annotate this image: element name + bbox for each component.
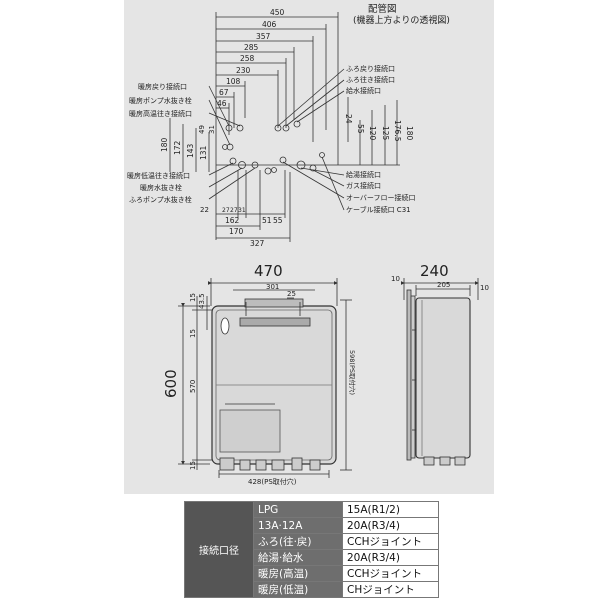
table-row: 13A·12A 20A(R3/4) xyxy=(185,517,439,534)
row-label: 13A·12A xyxy=(253,517,343,534)
front-width: 470 xyxy=(254,262,283,280)
label-gas-inlet: ガス接続口 xyxy=(346,181,381,190)
dim-24: 24 xyxy=(344,114,353,124)
piping-title: 配管図 xyxy=(368,3,397,15)
dim-27b: 27 xyxy=(230,207,238,214)
row-value: 20A(R3/4) xyxy=(342,549,439,566)
label-heating-pump-drain: 暖房ポンプ水抜き栓 xyxy=(129,96,192,105)
dim-46: 46 xyxy=(217,99,227,108)
table-header: 接続口径 xyxy=(184,501,254,598)
side-view-texts: 240 10 205 10 xyxy=(391,262,489,292)
piping-subtitle: (機器上方よりの透視図) xyxy=(353,14,450,26)
front-view-texts: 470 301 25 600 15 43.5 15 570 15 598(PS取… xyxy=(162,262,357,486)
label-heating-high-supply: 暖房高温往き接続口 xyxy=(129,109,192,118)
dim-327: 327 xyxy=(250,239,265,248)
dim-131: 131 xyxy=(199,145,208,160)
label-cable-port: ケーブル接続口 C31 xyxy=(346,205,411,214)
dim-125: 125 xyxy=(381,126,390,141)
dim-27a: 27 xyxy=(222,207,230,214)
row-label: ふろ(往·戻) xyxy=(253,533,343,550)
front-view xyxy=(178,278,352,478)
label-heating-return: 暖房戻り接続口 xyxy=(138,82,187,91)
dim-120: 120 xyxy=(368,126,377,141)
row-value: CCHジョイント xyxy=(342,533,439,550)
dim-108: 108 xyxy=(226,77,241,86)
dim-180-right: 180 xyxy=(405,126,414,141)
label-bath-return: ふろ戻り接続口 xyxy=(346,64,395,73)
label-heating-low-supply: 暖房低温往き接続口 xyxy=(127,171,190,180)
dim-31-bottom: 31 xyxy=(238,207,246,214)
dim-205: 205 xyxy=(437,281,450,289)
label-bath-pump-drain: ふろポンプ水抜き栓 xyxy=(129,195,192,204)
dim-31: 31 xyxy=(208,125,216,134)
dim-51: 51 xyxy=(262,216,272,225)
dim-172: 172 xyxy=(173,140,182,155)
table-row: ふろ(往·戻) CCHジョイント xyxy=(185,533,439,550)
row-label: 給湯·給水 xyxy=(253,549,343,566)
dim-450: 450 xyxy=(270,8,285,17)
dim-15-mid: 15 xyxy=(189,329,197,338)
row-value: 15A(R1/2) xyxy=(342,501,439,518)
dim-180-left: 180 xyxy=(160,137,169,152)
label-overflow: オーバーフロー接続口 xyxy=(346,193,416,202)
side-view xyxy=(400,278,479,466)
row-label: LPG xyxy=(253,501,343,518)
front-height: 600 xyxy=(162,369,180,398)
connection-spec-table: 接続口径 LPG 15A(R1/2) 13A·12A 20A(R3/4) ふろ(… xyxy=(184,501,439,598)
dim-357: 357 xyxy=(256,32,271,41)
dim-67: 67 xyxy=(219,88,229,97)
dim-143: 143 xyxy=(186,143,195,158)
dim-43-5: 43.5 xyxy=(198,293,206,309)
table-row: 暖房(低温) CHジョイント xyxy=(185,581,439,598)
dim-176-5: 176.5 xyxy=(393,120,402,142)
label-water-inlet: 給水接続口 xyxy=(346,86,381,95)
dim-301: 301 xyxy=(266,283,279,291)
dim-258: 258 xyxy=(240,54,255,63)
row-label: 暖房(高温) xyxy=(253,565,343,582)
dim-406: 406 xyxy=(262,20,277,29)
piping-diagram xyxy=(169,12,400,242)
dim-570: 570 xyxy=(189,380,197,393)
dim-49: 49 xyxy=(198,125,206,134)
piping-texts: 配管図 (機器上方よりの透視図) 450 406 357 285 258 230… xyxy=(127,3,450,248)
dim-55-right: 55 xyxy=(356,124,365,134)
dim-15-top: 15 xyxy=(189,293,197,302)
dim-10-right: 10 xyxy=(480,284,489,292)
dim-25: 25 xyxy=(287,290,296,298)
dim-285: 285 xyxy=(244,43,259,52)
row-label: 暖房(低温) xyxy=(253,581,343,598)
label-hot-water-outlet: 給湯接続口 xyxy=(346,170,381,179)
label-heating-drain: 暖房水抜き栓 xyxy=(140,183,182,192)
dim-15-bottom: 15 xyxy=(189,461,197,470)
dim-230: 230 xyxy=(236,66,251,75)
dim-55-bottom: 55 xyxy=(273,216,283,225)
table-row: 暖房(高温) CCHジョイント xyxy=(185,565,439,582)
side-width: 240 xyxy=(420,262,449,280)
row-value: CHジョイント xyxy=(342,581,439,598)
row-value: 20A(R3/4) xyxy=(342,517,439,534)
label-bath-supply: ふろ往き接続口 xyxy=(346,75,395,84)
dim-598-ps: 598(PS取付穴) xyxy=(348,350,357,395)
dim-10-left: 10 xyxy=(391,275,400,283)
dim-170: 170 xyxy=(229,227,244,236)
table-row: 接続口径 LPG 15A(R1/2) xyxy=(184,501,439,598)
dim-22: 22 xyxy=(200,206,209,214)
dim-162: 162 xyxy=(225,216,240,225)
row-value: CCHジョイント xyxy=(342,565,439,582)
dim-428-ps: 428(PS取付穴) xyxy=(248,477,297,486)
